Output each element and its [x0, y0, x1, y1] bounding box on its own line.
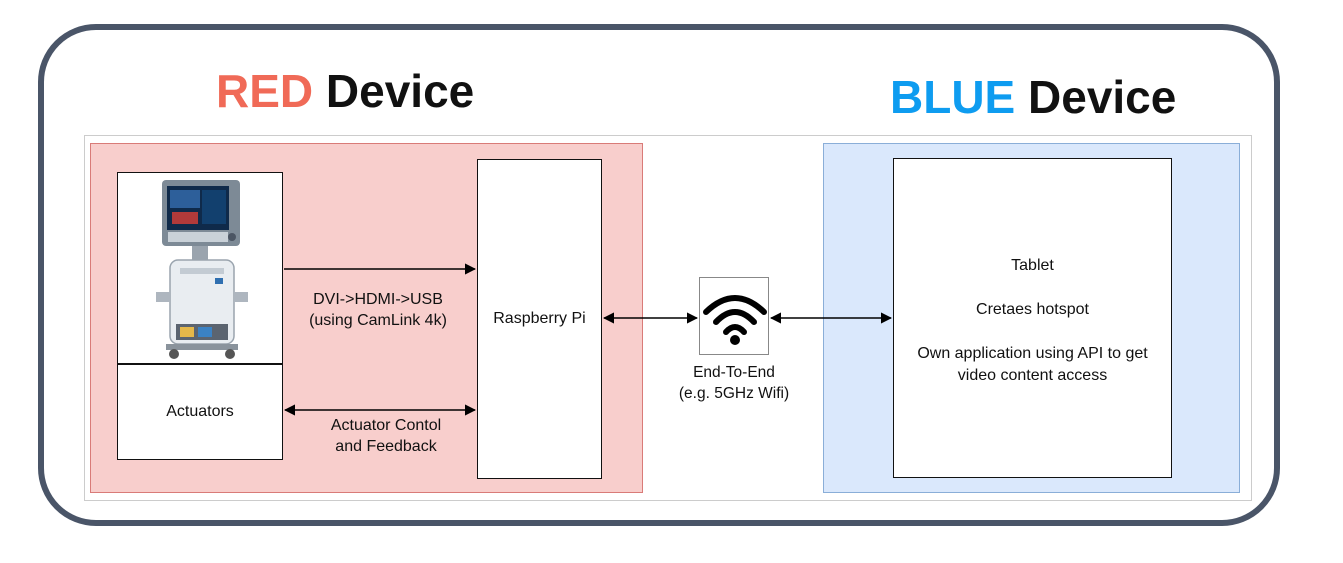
- medical-device-image-box: [117, 172, 283, 364]
- red-device-title: RED Device: [216, 64, 474, 118]
- tablet-title: Tablet: [1011, 257, 1054, 274]
- tablet-box: Tablet Cretaes hotspot Own application u…: [893, 158, 1172, 478]
- wireless-link-label-line2: (e.g. 5GHz Wifi): [678, 385, 790, 402]
- wireless-link-label: End-To-End (e.g. 5GHz Wifi): [654, 362, 814, 404]
- raspberry-pi-label: Raspberry Pi: [493, 310, 586, 327]
- red-device-title-word: Device: [325, 65, 475, 117]
- ultrasound-machine-icon: [156, 180, 248, 359]
- actuator-link-label-line1: Actuator Contol: [330, 417, 442, 434]
- wifi-node: [699, 277, 769, 355]
- video-link-label: DVI->HDMI->USB (using CamLink 4k): [292, 289, 464, 331]
- video-link-label-line2: (using CamLink 4k): [309, 312, 447, 329]
- raspberry-pi-box: Raspberry Pi: [477, 159, 602, 479]
- tablet-hotspot-text: Cretaes hotspot: [976, 301, 1089, 318]
- actuator-link-label: Actuator Contol and Feedback: [300, 415, 472, 457]
- actuators-label: Actuators: [166, 403, 234, 420]
- blue-device-title-accent: BLUE: [890, 71, 1016, 123]
- tablet-app-text-2: video content access: [957, 367, 1108, 384]
- blue-device-title: BLUE Device: [890, 70, 1176, 124]
- blue-device-title-word: Device: [1028, 71, 1177, 123]
- actuators-box: Actuators: [117, 364, 283, 460]
- actuator-link-label-line2: and Feedback: [335, 438, 437, 455]
- tablet-app-text-1: Own application using API to get: [917, 345, 1148, 362]
- video-link-label-line1: DVI->HDMI->USB: [313, 291, 443, 308]
- wireless-link-label-line1: End-To-End: [693, 364, 775, 381]
- red-device-title-accent: RED: [216, 65, 314, 117]
- wifi-icon: [703, 295, 767, 345]
